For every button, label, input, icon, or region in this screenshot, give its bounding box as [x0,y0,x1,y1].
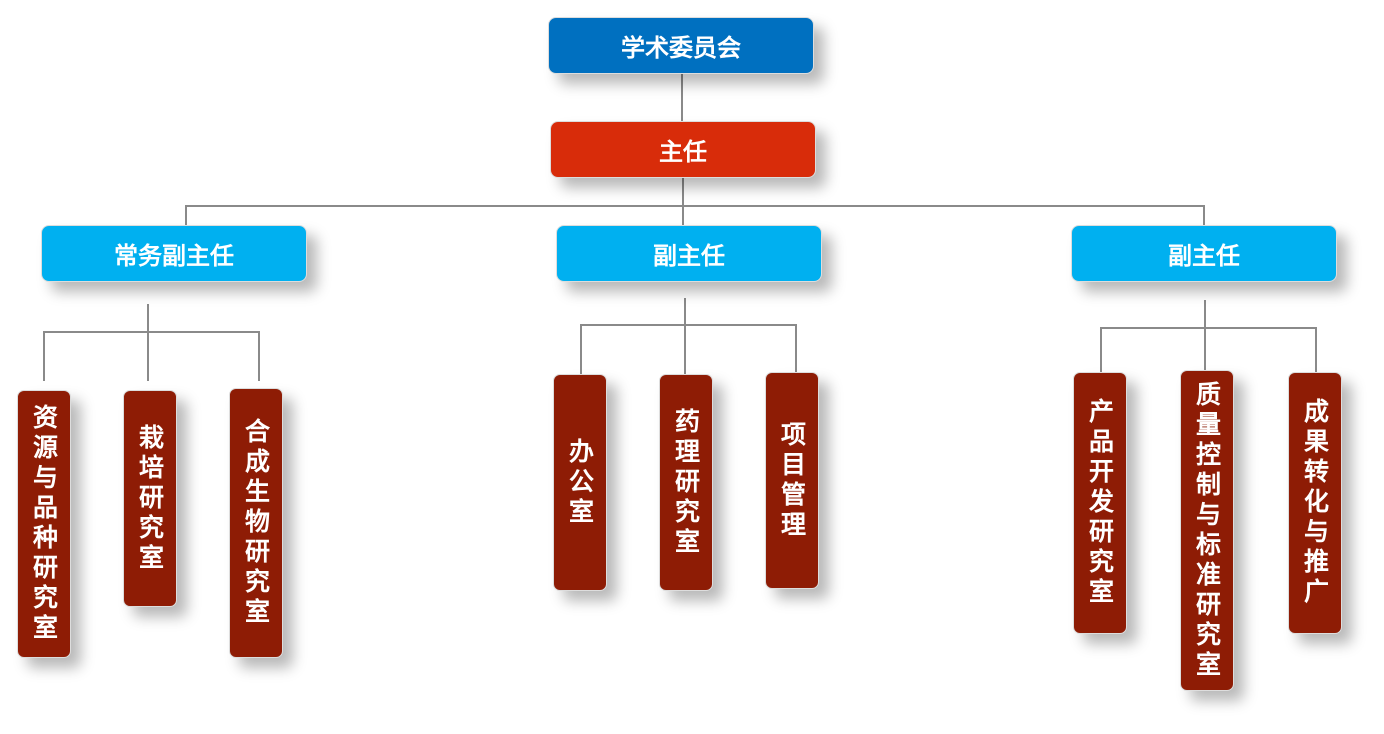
connector-line [185,205,187,225]
connector-line [147,304,149,381]
unit-node: 项目管理 [765,372,819,589]
unit-node: 产品开发研究室 [1073,372,1127,634]
executive-deputy-node: 常务副主任 [41,225,307,282]
unit-label: 产品开发研究室 [1085,398,1115,608]
deputy-node: 副主任 [556,225,822,282]
unit-node: 栽培研究室 [123,390,177,607]
unit-label: 合成生物研究室 [241,418,271,628]
unit-node: 质量控制与标准研究室 [1180,370,1234,691]
committee-label: 学术委员会 [621,34,741,62]
committee-node: 学术委员会 [548,17,814,74]
unit-label: 办公室 [565,437,595,528]
connector-line [1100,327,1316,329]
unit-node: 药理研究室 [659,374,713,591]
unit-node: 办公室 [553,374,607,591]
deputy-label: 常务副主任 [114,242,234,270]
director-label: 主任 [659,138,707,166]
unit-node: 成果转化与推广 [1288,372,1342,634]
director-node: 主任 [550,121,816,178]
deputy-label: 副主任 [1168,242,1240,270]
connector-line [795,324,797,372]
unit-label: 成果转化与推广 [1300,398,1330,608]
unit-label: 栽培研究室 [135,423,165,574]
connector-line [1203,205,1205,225]
unit-label: 质量控制与标准研究室 [1192,380,1222,681]
unit-node: 合成生物研究室 [229,388,283,658]
connector-line [258,331,260,381]
unit-node: 资源与品种研究室 [17,390,71,658]
connector-line [580,324,796,326]
connector-line [580,324,582,374]
deputy-node: 副主任 [1071,225,1337,282]
unit-label: 药理研究室 [671,407,701,558]
connector-line [1204,300,1206,372]
unit-label: 项目管理 [777,420,807,541]
deputy-label: 副主任 [653,242,725,270]
connector-line [684,298,686,374]
connector-line [682,177,684,225]
connector-line [1100,327,1102,374]
connector-line [43,331,45,381]
connector-line [681,73,683,121]
connector-line [185,205,1204,207]
connector-line [43,331,259,333]
unit-label: 资源与品种研究室 [29,404,59,644]
connector-line [1315,327,1317,374]
